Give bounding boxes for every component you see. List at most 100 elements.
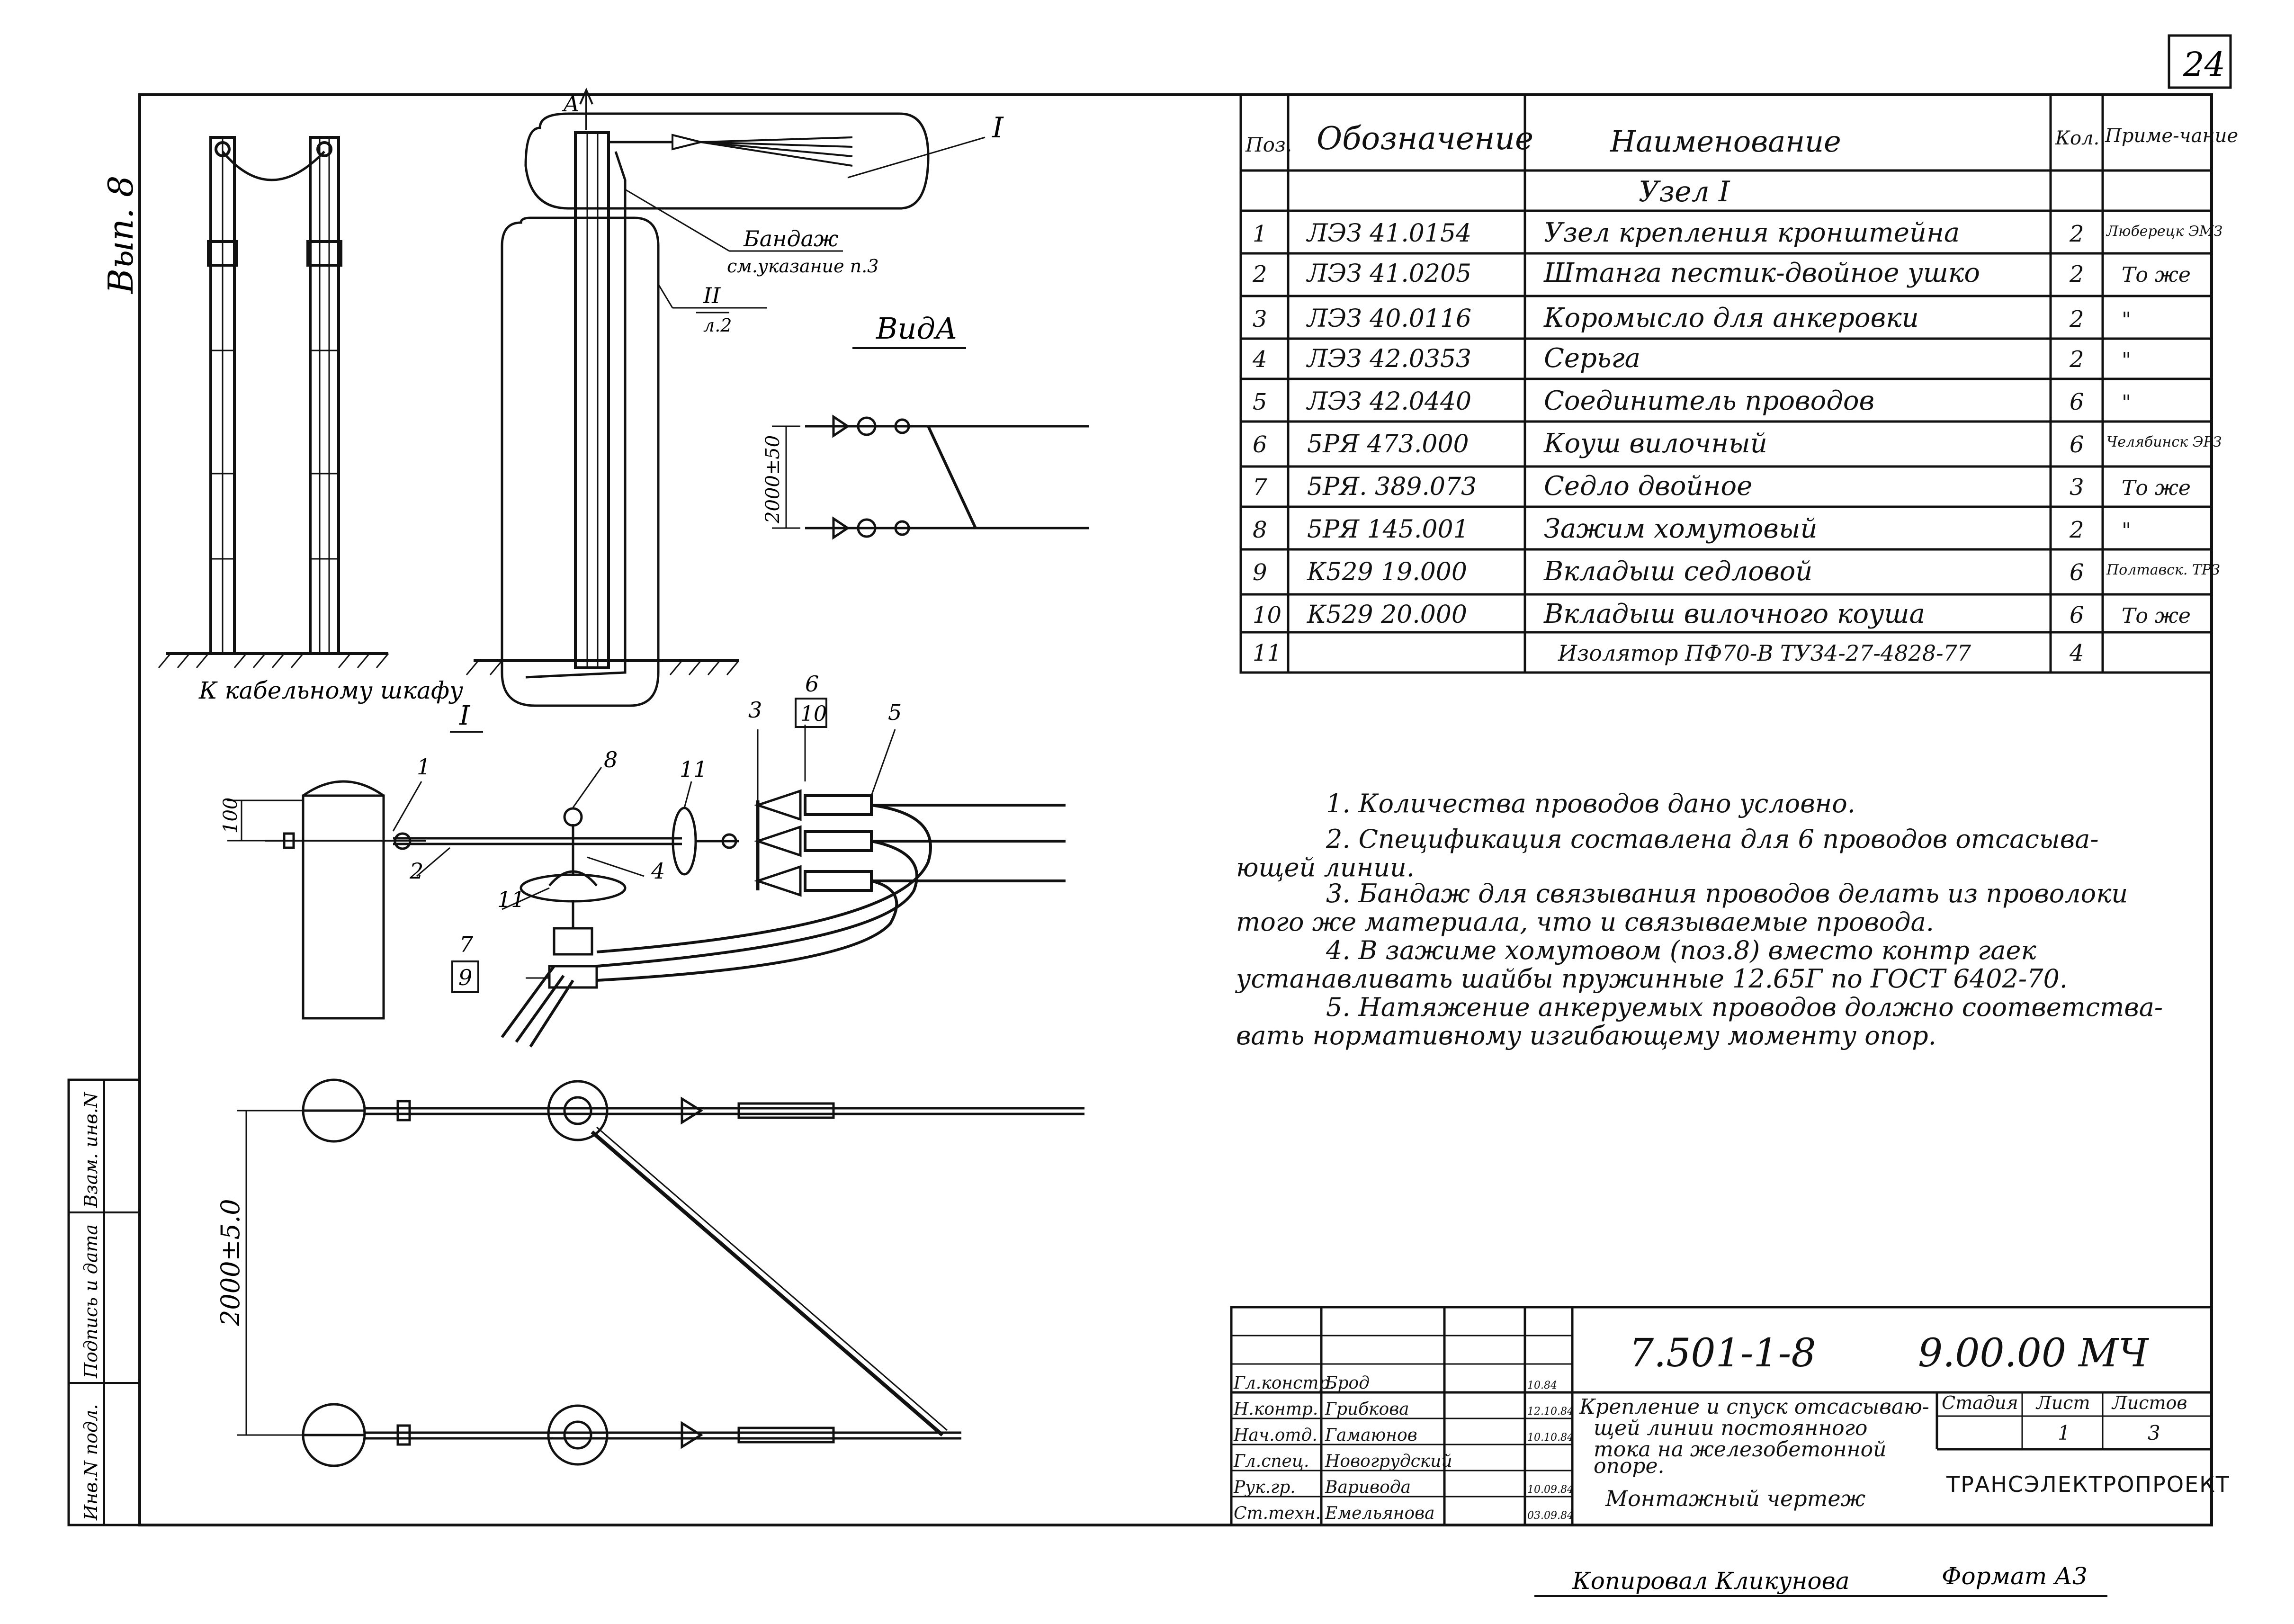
- row-code: 5РЯ. 389.073: [1307, 473, 1477, 501]
- organization: ТРАНСЭЛЕКТРОПРОЕКТ: [1946, 1471, 2230, 1497]
- copied-by: Копировал Кликунова: [1572, 1567, 1850, 1595]
- notes: 1. Количества проводов дано условно. 2. …: [1235, 789, 2163, 1050]
- header-pos: Поз.: [1245, 133, 1292, 156]
- page-number: 24: [2183, 45, 2225, 84]
- note-line: ющей линии.: [1236, 852, 1415, 882]
- row-code: ЛЭЗ 40.0116: [1306, 305, 1471, 333]
- row-qty: 6: [2070, 389, 2084, 415]
- sheet-number: 1: [2058, 1421, 2070, 1445]
- row-code: К529 19.000: [1307, 558, 1467, 586]
- header-note: Приме-чание: [2105, 125, 2238, 147]
- signature-name: Емельянова: [1325, 1504, 1435, 1523]
- signature-role: Гл.спец.: [1233, 1452, 1309, 1471]
- callout-4: 4: [651, 858, 665, 884]
- row-note: То же: [2122, 604, 2191, 628]
- row-code: ЛЭЗ 41.0205: [1306, 260, 1471, 288]
- row-note: То же: [2122, 476, 2191, 500]
- row-pos: 9: [1253, 559, 1267, 586]
- row-pos: 8: [1253, 517, 1267, 543]
- callout-11-upper: 11: [680, 756, 708, 782]
- row-note: То же: [2122, 263, 2191, 287]
- row-pos: 5: [1253, 389, 1267, 415]
- row-name: Коуш вилочный: [1543, 428, 1767, 459]
- section-title: Узел I: [1639, 175, 1730, 208]
- signature-name: Гамаюнов: [1325, 1426, 1417, 1445]
- note-line: 3. Бандаж для связывания проводов делать…: [1326, 879, 2128, 908]
- callout-7: 7: [459, 932, 474, 957]
- sheet-frame: [67, 34, 2232, 1526]
- row-qty: 2: [2069, 517, 2084, 543]
- callout-11-lower: 11: [497, 887, 525, 912]
- note-line: 2. Спецификация составлена для 6 проводо…: [1326, 824, 2099, 854]
- signature-role: Рук.гр.: [1233, 1478, 1296, 1497]
- row-note: ": [2122, 391, 2131, 415]
- stage-label: Стадия: [1942, 1392, 2018, 1413]
- row-qty: 4: [2069, 640, 2084, 666]
- row-qty: 2: [2069, 261, 2084, 287]
- signature-role: Н.контр.: [1233, 1400, 1318, 1419]
- callout-ii: II: [703, 283, 721, 308]
- note-line: того же материала, что и связываемые про…: [1236, 907, 1934, 937]
- row-note: ": [2122, 519, 2131, 543]
- callout-6: 6: [805, 671, 819, 697]
- sheets-label: Листов: [2111, 1392, 2187, 1413]
- title-block-grid: [1230, 1306, 2213, 1526]
- spec-table: Поз. Обозначение Наименование Кол. Приме…: [1245, 120, 2238, 208]
- note-line: 4. В зажиме хомутовом (поз.8) вместо кон…: [1326, 935, 2036, 965]
- node-i-detail: [227, 698, 1066, 1048]
- note-line: 1. Количества проводов дано условно.: [1326, 789, 1855, 818]
- view-a-drawing: [772, 414, 1089, 540]
- row-pos: 11: [1253, 640, 1281, 666]
- row-name: Узел крепления кронштейна: [1544, 217, 1960, 248]
- row-name: Вкладыш седловой: [1543, 556, 1812, 587]
- signature-date: 03.09.84: [1527, 1510, 1574, 1522]
- callout-9: 9: [458, 965, 472, 990]
- row-qty: 2: [2069, 346, 2084, 373]
- row-code: ЛЭЗ 41.0154: [1306, 219, 1471, 248]
- sheet-label: Лист: [2035, 1392, 2090, 1413]
- title-line: Крепление и спуск отсасываю-: [1579, 1395, 1929, 1419]
- title-line: тока на железобетонной: [1594, 1437, 1886, 1462]
- signature-name: Грибкова: [1325, 1400, 1409, 1419]
- stamp-inv-label: Инв.N подл.: [81, 1404, 101, 1521]
- signature-role: Гл.констр.: [1233, 1373, 1335, 1393]
- row-name: Вкладыш вилочного коуша: [1543, 599, 1925, 629]
- row-note: Челябинск ЭРЗ: [2106, 434, 2222, 450]
- row-code: ЛЭЗ 42.0440: [1306, 387, 1471, 416]
- header-qty: Кол.: [2055, 127, 2099, 149]
- signature-name: Варивода: [1325, 1478, 1411, 1497]
- row-qty: 2: [2069, 221, 2084, 247]
- bandage-label: Бандаж: [743, 226, 838, 251]
- dim-100: 100: [220, 798, 242, 834]
- callout-2: 2: [409, 858, 423, 884]
- sheets-total: 3: [2148, 1421, 2160, 1445]
- node-i-marker: I: [992, 111, 1004, 144]
- callout-8: 8: [604, 747, 618, 772]
- row-name: Серьга: [1544, 343, 1640, 374]
- row-qty: 2: [2069, 306, 2084, 332]
- spec-table-grid: [1239, 93, 2213, 674]
- row-name: Зажим хомутовый: [1544, 513, 1818, 544]
- row-code: ЛЭЗ 42.0353: [1306, 345, 1471, 373]
- plan-view: [237, 1078, 1084, 1467]
- row-qty: 3: [2070, 474, 2084, 501]
- row-note: Люберецк ЭМЗ: [2106, 223, 2222, 240]
- row-name: Штанга пестик-двойное ушко: [1543, 258, 1980, 288]
- bandage-note: см.указание п.3: [727, 256, 878, 277]
